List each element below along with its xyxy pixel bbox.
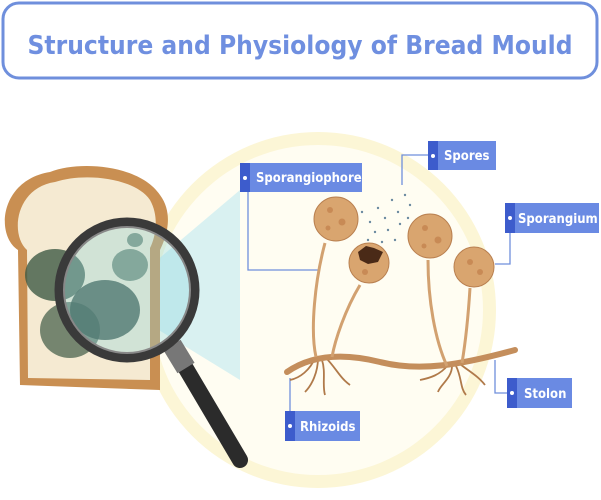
svg-text:Stolon: Stolon <box>524 387 566 402</box>
svg-text:Rhizoids: Rhizoids <box>300 420 356 435</box>
label-stolon: Stolon <box>507 378 572 408</box>
label-bullet-icon <box>508 216 512 220</box>
mould-illustration <box>284 193 518 396</box>
burst-sporangium <box>358 246 383 264</box>
magnifying-glass-icon <box>54 217 248 468</box>
magnification-cone <box>110 190 240 380</box>
svg-text:Spores: Spores <box>444 149 490 164</box>
label-bullet-icon <box>288 424 292 428</box>
sporangiophore-stalks <box>311 242 472 367</box>
svg-text:Sporangium: Sporangium <box>518 212 598 227</box>
label-sporangiophore: Sporangiophore <box>240 163 362 192</box>
svg-text:Sporangiophore: Sporangiophore <box>256 171 362 186</box>
label-spores: Spores <box>428 141 496 170</box>
title-box: Structure and Physiology of Bread Mould <box>1 1 599 80</box>
page-title: Structure and Physiology of Bread Mould <box>28 31 573 61</box>
label-bullet-icon <box>510 391 514 395</box>
spores-illustration <box>360 193 412 244</box>
label-rhizoids: Rhizoids <box>285 411 360 441</box>
stolon-illustration <box>284 347 518 375</box>
label-bullet-icon <box>431 154 435 158</box>
label-bullet-icon <box>243 176 247 180</box>
label-sporangium: Sporangium <box>505 203 599 233</box>
leader-lines <box>247 154 511 411</box>
